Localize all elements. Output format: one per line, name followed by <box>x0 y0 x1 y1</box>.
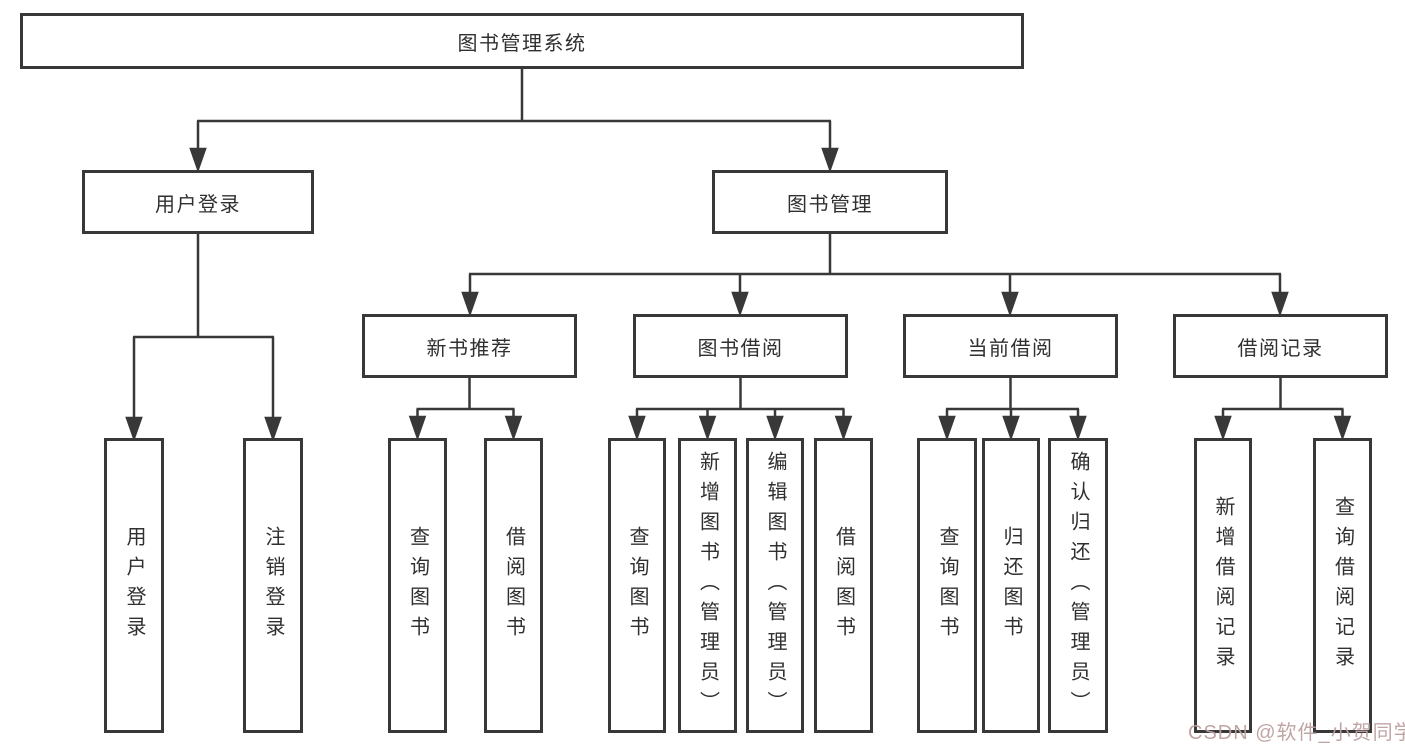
leaf-newbook-query-books: 查询图书 <box>388 438 447 733</box>
leaf-user-login-label: 用户登录 <box>123 525 145 646</box>
arrowhead <box>264 416 282 442</box>
connector-user-login <box>125 234 282 442</box>
leaf-user-login: 用户登录 <box>104 438 164 733</box>
leaf-current-return-books-label: 归还图书 <box>1000 525 1022 646</box>
leaf-borrow-borrow-books-label: 借阅图书 <box>832 525 855 646</box>
arrowhead <box>461 291 479 317</box>
leaf-current-confirm-return-admin: 确认归还（管理员） <box>1048 438 1108 733</box>
arrowhead <box>821 147 839 173</box>
leaf-logout: 注销登录 <box>243 438 303 733</box>
arrowhead <box>834 415 853 441</box>
leaf-records-add-record-label: 新增借阅记录 <box>1212 495 1234 676</box>
connector-book-borrow <box>628 378 853 441</box>
node-user-login-label: 用户登录 <box>155 193 241 216</box>
node-new-book-recommend-label: 新书推荐 <box>426 337 513 360</box>
node-book-mgmt-label: 图书管理 <box>787 193 873 216</box>
node-book-mgmt: 图书管理 <box>712 170 948 234</box>
leaf-current-query-books-label: 查询图书 <box>936 525 958 646</box>
connector-root <box>189 69 839 173</box>
node-new-book-recommend: 新书推荐 <box>362 314 577 378</box>
csdn-watermark: CSDN @软件_小贺同学 <box>1188 722 1405 744</box>
arrowhead <box>189 147 207 173</box>
arrowhead <box>766 415 784 441</box>
leaf-records-query-record-label: 查询借阅记录 <box>1331 495 1354 676</box>
leaf-newbook-query-books-label: 查询图书 <box>406 525 429 646</box>
leaf-records-add-record: 新增借阅记录 <box>1194 438 1252 733</box>
node-root-label: 图书管理系统 <box>457 32 587 55</box>
connector-current-borrow <box>938 378 1087 441</box>
arrowhead <box>938 415 956 441</box>
node-root: 图书管理系统 <box>20 13 1024 69</box>
leaf-borrow-add-books-admin-label: 新增图书（管理员） <box>696 450 719 721</box>
leaf-newbook-borrow-books-label: 借阅图书 <box>502 525 525 646</box>
connector-borrow-records <box>1214 378 1352 441</box>
arrowhead <box>628 415 646 441</box>
arrowhead <box>698 415 717 441</box>
leaf-current-confirm-return-admin-label: 确认归还（管理员） <box>1067 450 1089 721</box>
arrowhead <box>1333 415 1352 441</box>
node-book-borrow: 图书借阅 <box>633 314 848 378</box>
connector-book-mgmt <box>461 234 1289 317</box>
arrowhead <box>731 291 749 317</box>
leaf-borrow-query-books: 查询图书 <box>608 438 666 733</box>
leaf-records-query-record: 查询借阅记录 <box>1313 438 1372 733</box>
leaf-borrow-add-books-admin: 新增图书（管理员） <box>678 438 737 733</box>
arrowhead <box>408 415 427 441</box>
arrowhead <box>1214 415 1232 441</box>
arrowhead <box>1069 415 1087 441</box>
leaf-borrow-query-books-label: 查询图书 <box>626 525 648 646</box>
arrowhead <box>1001 291 1019 317</box>
leaf-borrow-edit-books-admin: 编辑图书（管理员） <box>746 438 804 733</box>
node-user-login: 用户登录 <box>82 170 314 234</box>
arrowhead <box>504 415 523 441</box>
node-current-borrow: 当前借阅 <box>903 314 1118 378</box>
node-book-borrow-label: 图书借阅 <box>697 337 784 360</box>
node-borrow-records-label: 借阅记录 <box>1237 337 1324 360</box>
leaf-borrow-edit-books-admin-label: 编辑图书（管理员） <box>764 450 786 721</box>
leaf-current-query-books: 查询图书 <box>917 438 977 733</box>
leaf-borrow-borrow-books: 借阅图书 <box>814 438 873 733</box>
connector-new-book <box>408 378 523 441</box>
arrowhead <box>125 416 143 442</box>
leaf-current-return-books: 归还图书 <box>982 438 1040 733</box>
arrowhead <box>1002 415 1020 441</box>
leaf-logout-label: 注销登录 <box>262 525 284 646</box>
node-current-borrow-label: 当前借阅 <box>967 337 1054 360</box>
arrowhead <box>1271 291 1289 317</box>
leaf-newbook-borrow-books: 借阅图书 <box>484 438 543 733</box>
node-borrow-records: 借阅记录 <box>1173 314 1388 378</box>
